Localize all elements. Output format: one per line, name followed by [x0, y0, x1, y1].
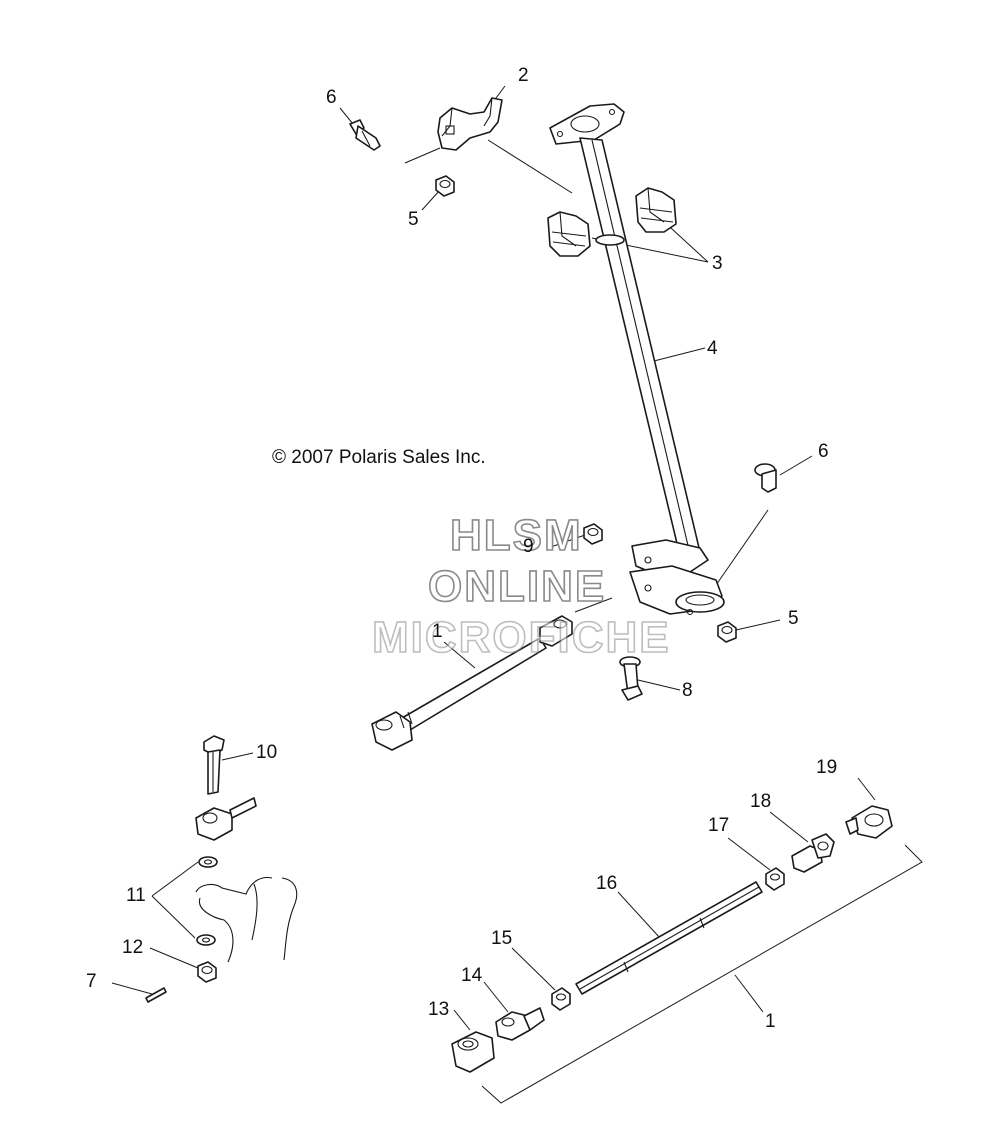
callout-14: 14: [461, 965, 483, 986]
leader-clamp-to-column: [487, 139, 573, 194]
copyright-notice: © 2007 Polaris Sales Inc.: [272, 447, 486, 468]
callout-8: 8: [682, 680, 693, 701]
leader-7: [111, 982, 153, 995]
washers-11: [196, 856, 218, 946]
leader-4: [649, 347, 706, 363]
nut-9: [583, 523, 603, 545]
leader-5b: [735, 619, 781, 631]
callout-6-upper: 6: [326, 87, 337, 108]
callout-1-upper: 1: [432, 621, 443, 642]
steering-knuckle: [195, 876, 298, 963]
watermark-line-1: HLSM: [449, 511, 583, 560]
callout-11: 11: [126, 885, 146, 906]
callout-19: 19: [816, 757, 838, 778]
leader-10: [221, 752, 254, 761]
leader-6b-to-mount: [713, 509, 769, 589]
bolt-upper: [349, 119, 381, 151]
callout-12: 12: [122, 937, 144, 958]
leader-5a: [421, 189, 441, 211]
tie-rod-16: [575, 881, 763, 995]
nut-12: [197, 961, 217, 983]
leader-11b: [151, 895, 196, 939]
steering-column-clamp: [437, 97, 503, 151]
column-bushings: [547, 187, 677, 257]
leader-8: [637, 679, 681, 691]
callout-15: 15: [491, 928, 513, 949]
leader-18: [769, 811, 809, 843]
callout-5-lower: 5: [788, 608, 799, 629]
leader-6b: [779, 455, 813, 476]
nut-lower: [717, 621, 737, 643]
steering-column: [549, 103, 725, 616]
rod-end-13: [451, 1031, 495, 1073]
nut-upper: [435, 175, 455, 197]
leader-9: [547, 534, 586, 549]
callout-3: 3: [712, 253, 723, 274]
bolt-8: [619, 656, 643, 701]
callout-5-upper: 5: [408, 209, 419, 230]
leader-1a: [443, 641, 476, 669]
callout-18: 18: [750, 791, 772, 812]
leader-14: [483, 981, 509, 1013]
tie-rod-assembly-upper: [371, 615, 573, 751]
leader-1b: [734, 974, 764, 1013]
rod-end-19: [845, 805, 893, 839]
callout-17: 17: [708, 815, 730, 836]
callout-16: 16: [596, 873, 618, 894]
leader-lines: [111, 85, 923, 1104]
jam-nut-17: [765, 867, 785, 891]
leader-15: [511, 947, 556, 991]
leader-6a: [339, 107, 354, 125]
assembly-bracket-1: [481, 844, 923, 1104]
jam-nut-15: [551, 987, 571, 1011]
leader-12: [149, 947, 199, 969]
callout-10: 10: [256, 742, 278, 763]
bolt-10: [203, 735, 225, 795]
rod-end-14: [495, 1007, 545, 1041]
watermark-line-3: MICROFICHE: [371, 613, 671, 662]
leader-17: [727, 837, 771, 871]
callout-4: 4: [707, 338, 718, 359]
callout-2: 2: [518, 65, 529, 86]
leader-11a: [151, 861, 199, 897]
tie-rod-end-left: [195, 797, 257, 841]
callout-6-lower: 6: [818, 441, 829, 462]
leader-19: [857, 777, 876, 801]
leader-13: [453, 1009, 471, 1031]
callout-9: 9: [523, 536, 534, 557]
leader-bolt-to-clamp: [404, 147, 441, 164]
callout-1-lower: 1: [765, 1011, 776, 1032]
watermark-line-2: ONLINE: [427, 562, 607, 611]
leader-9-to-mount: [574, 597, 613, 613]
callout-7: 7: [86, 971, 97, 992]
callout-13: 13: [428, 999, 450, 1020]
bolt-lower: [754, 463, 777, 493]
leader-16: [617, 891, 661, 939]
rod-end-18: [791, 833, 835, 873]
cotter-pin: [145, 987, 167, 1003]
